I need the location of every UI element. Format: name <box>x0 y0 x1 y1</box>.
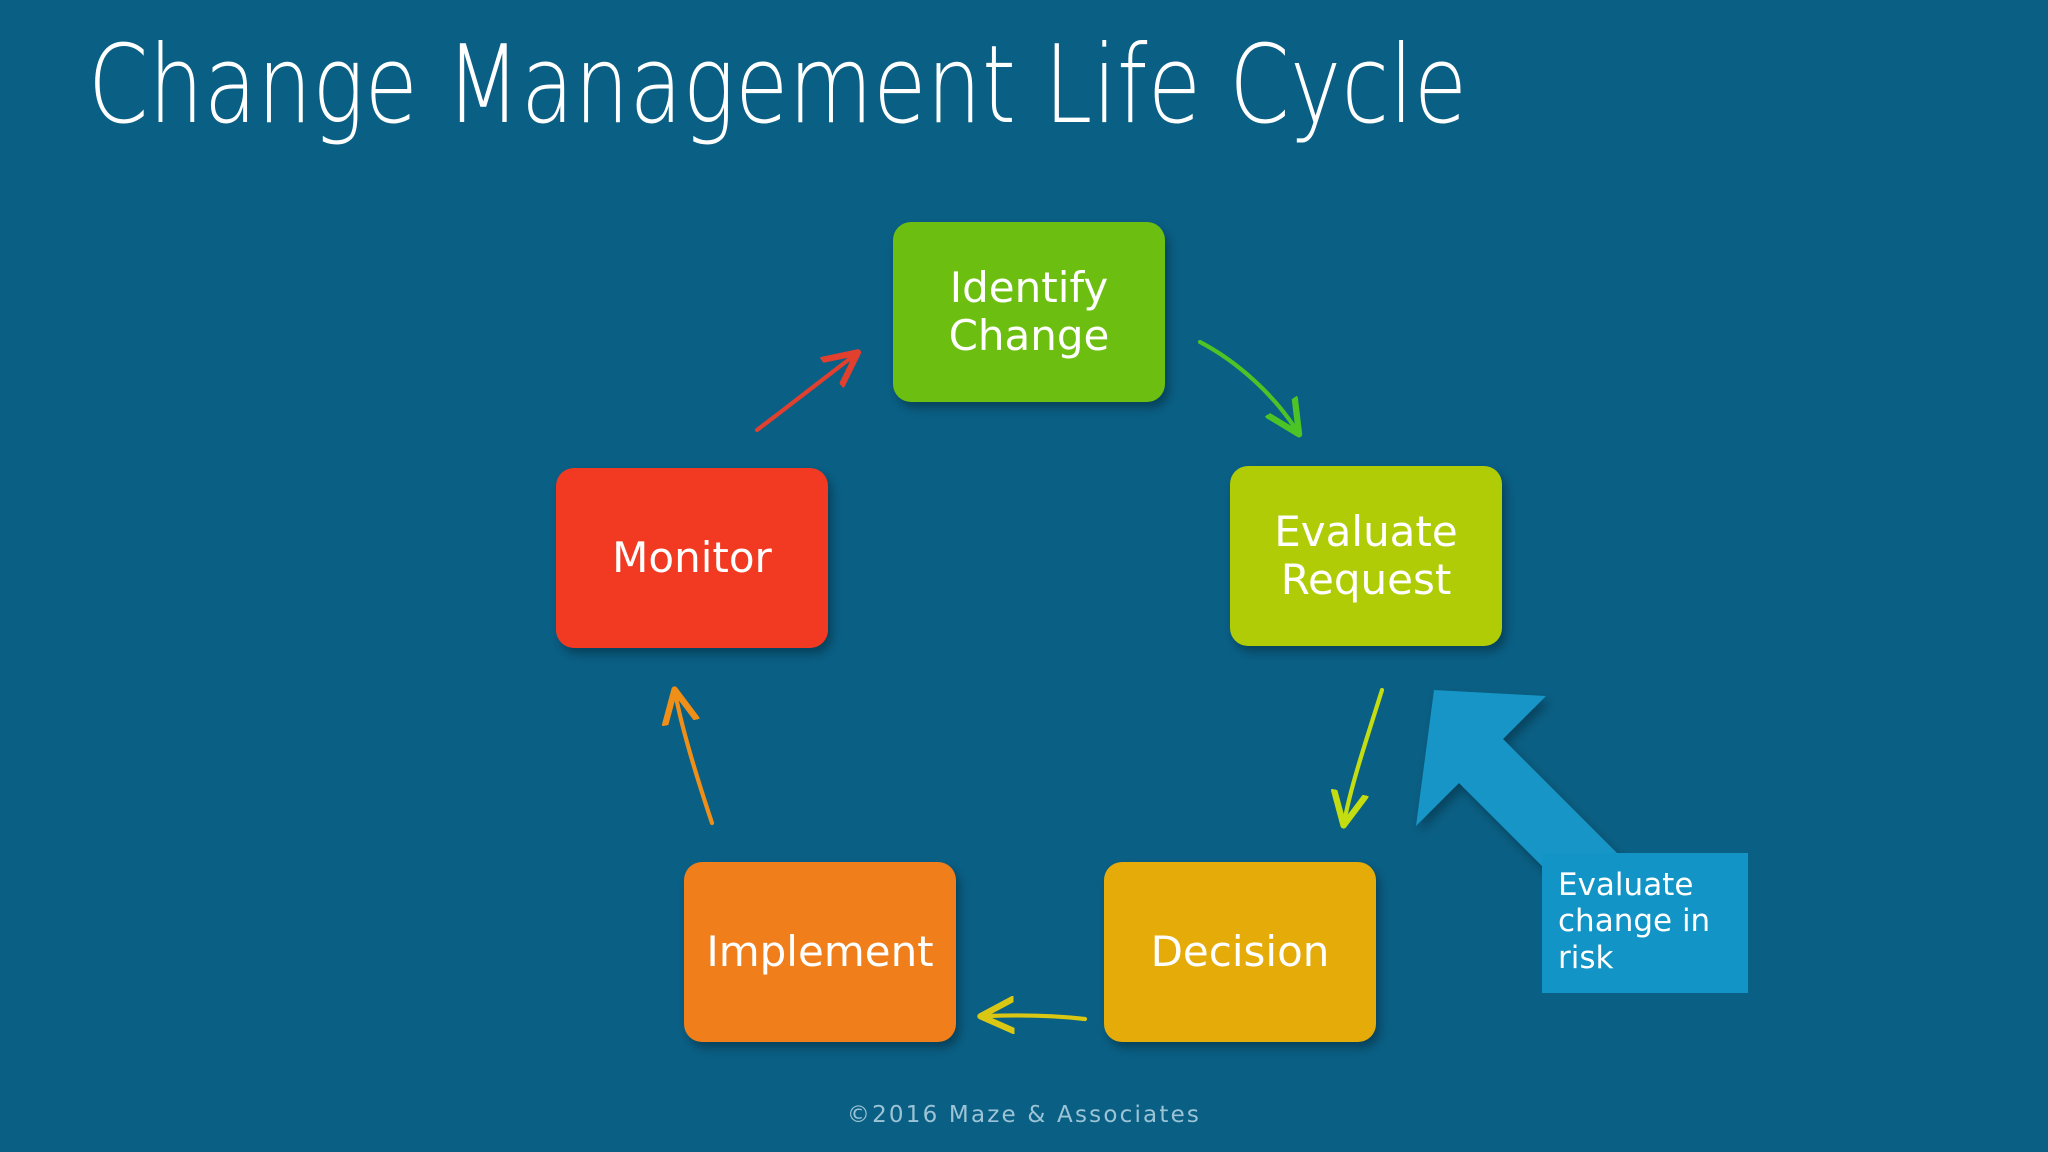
edge-monitor-to-identify <box>754 357 852 433</box>
edge-implement-to-monitor <box>676 697 715 826</box>
copyright-footer: ©2016 Maze & Associates <box>846 1102 1202 1128</box>
edge-decision-to-implement <box>988 1015 1088 1019</box>
edge-identify-to-evaluate <box>1197 339 1295 428</box>
page-title: Change Management Life Cycle <box>88 23 1468 148</box>
node-decision-label: Decision <box>1150 927 1330 977</box>
node-decision[interactable]: Decision <box>1104 862 1376 1042</box>
node-implement[interactable]: Implement <box>684 862 956 1042</box>
edge-evaluate-to-decision <box>1345 687 1385 818</box>
callout-line-3: risk <box>1558 939 1614 976</box>
callout-line-1: Evaluate <box>1558 867 1694 903</box>
node-implement-label: Implement <box>706 927 934 977</box>
node-monitor[interactable]: Monitor <box>556 468 828 648</box>
callout-evaluate-change-in-risk[interactable]: Evaluate change in risk <box>1542 853 1748 993</box>
callout-line-2: change in <box>1558 903 1711 940</box>
node-monitor-label: Monitor <box>612 533 772 583</box>
